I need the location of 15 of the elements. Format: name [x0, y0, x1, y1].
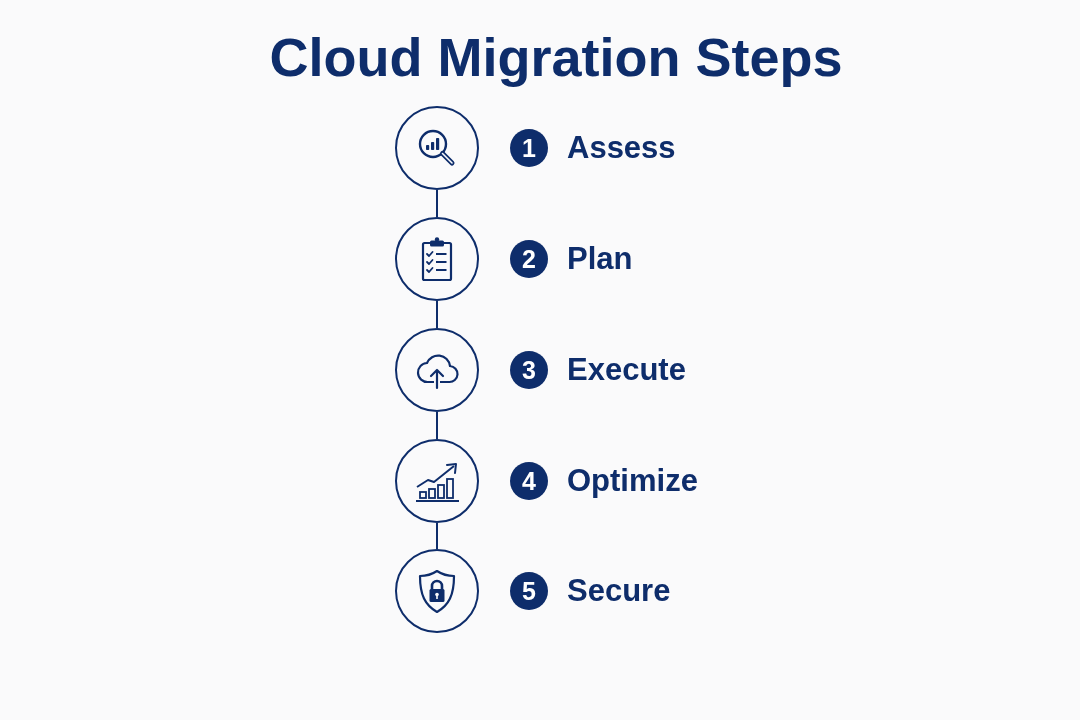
step-number-badge: 1: [510, 129, 548, 167]
diagram-title: Cloud Migration Steps: [269, 27, 843, 87]
connector-line: [436, 522, 438, 550]
step-label: Assess: [567, 130, 676, 166]
step-number-badge: 4: [510, 462, 548, 500]
connector-line: [436, 189, 438, 218]
step-number-badge: 2: [510, 240, 548, 278]
step-number-badge: 3: [510, 351, 548, 389]
connector-line: [436, 411, 438, 440]
step-label: Secure: [567, 573, 671, 609]
connector-line: [436, 300, 438, 329]
step-label: Execute: [567, 352, 686, 388]
step-number-badge: 5: [510, 572, 548, 610]
step-label: Optimize: [567, 463, 698, 499]
step-label: Plan: [567, 241, 633, 277]
